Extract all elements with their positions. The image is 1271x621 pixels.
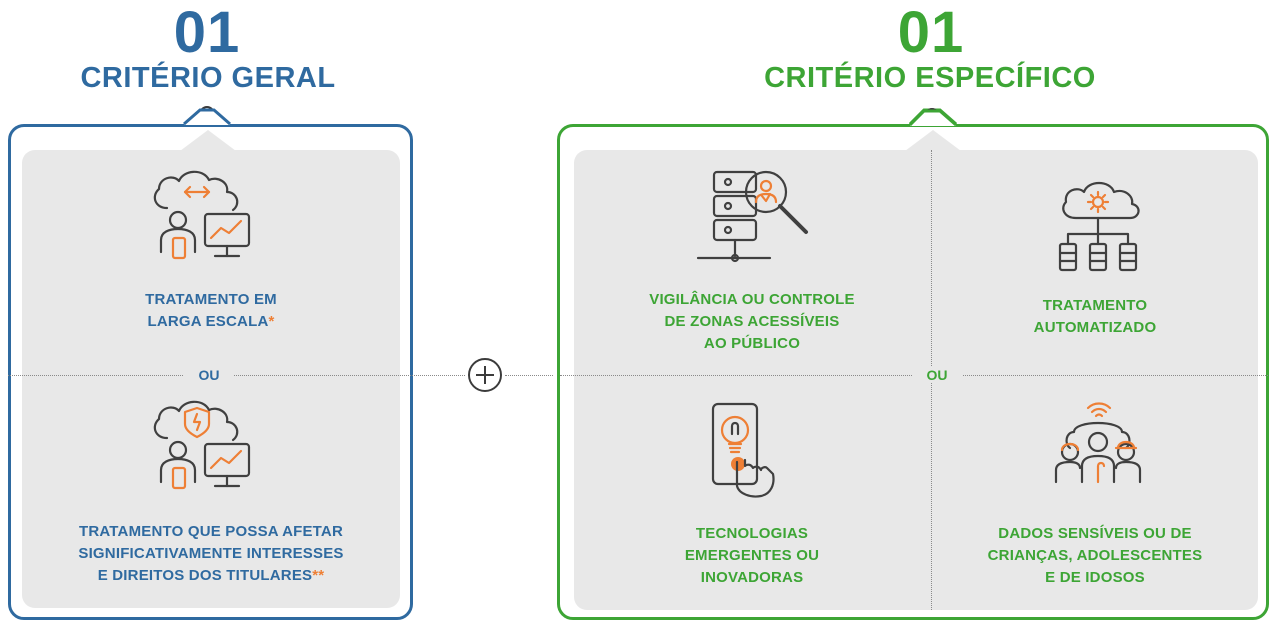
- general-criterion-number: 01: [173, 0, 241, 65]
- sensitive-data-line1: DADOS SENSÍVEIS OU DE: [998, 525, 1192, 542]
- automated-line1: TRATAMENTO: [1042, 297, 1148, 314]
- general-or-label: OU: [184, 367, 234, 383]
- large-scale-footnote-mark: *: [268, 313, 275, 330]
- automated-line2: AUTOMATIZADO: [1033, 319, 1157, 336]
- emerging-tech-line2: EMERGENTES OU: [684, 547, 820, 564]
- general-criterion-title: CRITÉRIO GERAL: [80, 62, 336, 94]
- specific-criterion-number: 01: [897, 0, 965, 65]
- panel-notch-left: [180, 130, 236, 151]
- lightbulb-touch-icon: [711, 402, 775, 498]
- general-separator-line: [8, 375, 463, 376]
- rights-impact-label: TRATAMENTO QUE POSSA AFETAR SIGNIFICATIV…: [22, 521, 400, 587]
- connector-line-left: [420, 375, 465, 376]
- connector-line-right: [505, 375, 553, 376]
- large-scale-label: TRATAMENTO EM LARGA ESCALA*: [22, 289, 400, 333]
- cloud-shield-user-chart-icon: [153, 400, 251, 490]
- surveillance-line1: VIGILÂNCIA OU CONTROLE: [649, 291, 855, 308]
- rights-impact-footnote-mark: **: [312, 567, 325, 584]
- specific-criterion-title: CRITÉRIO ESPECÍFICO: [764, 62, 1096, 94]
- surveillance-label: VIGILÂNCIA OU CONTROLE DE ZONAS ACESSÍVE…: [574, 289, 930, 355]
- rights-impact-line3: E DIREITOS DOS TITULARES: [97, 567, 313, 584]
- large-scale-line2: LARGA ESCALA: [147, 313, 269, 330]
- surveillance-line3: AO PÚBLICO: [703, 335, 801, 352]
- surveillance-line2: DE ZONAS ACESSÍVEIS: [664, 313, 840, 330]
- cloud-gear-network-icon: [1058, 181, 1140, 272]
- people-group-icon: [1054, 402, 1142, 484]
- sensitive-data-label: DADOS SENSÍVEIS OU DE CRIANÇAS, ADOLESCE…: [932, 523, 1258, 589]
- rights-impact-line2: SIGNIFICATIVAMENTE INTERESSES: [78, 545, 344, 562]
- general-criterion-frame: [8, 124, 413, 620]
- emerging-tech-label: TECNOLOGIAS EMERGENTES OU INOVADORAS: [574, 523, 930, 589]
- automated-label: TRATAMENTO AUTOMATIZADO: [932, 295, 1258, 339]
- sensitive-data-line3: E DE IDOSOS: [1045, 569, 1145, 586]
- emerging-tech-line3: INOVADORAS: [700, 569, 804, 586]
- server-search-icon: [696, 170, 808, 263]
- rights-impact-line1: TRATAMENTO QUE POSSA AFETAR: [78, 523, 343, 540]
- sensitive-data-line2: CRIANÇAS, ADOLESCENTES: [987, 547, 1203, 564]
- plus-circle-icon: [468, 358, 502, 392]
- emerging-tech-line1: TECNOLOGIAS: [695, 525, 809, 542]
- specific-or-label: OU: [912, 367, 962, 383]
- panel-notch-right: [905, 130, 961, 151]
- cloud-user-chart-icon: [153, 170, 251, 260]
- large-scale-line1: TRATAMENTO EM: [145, 291, 277, 308]
